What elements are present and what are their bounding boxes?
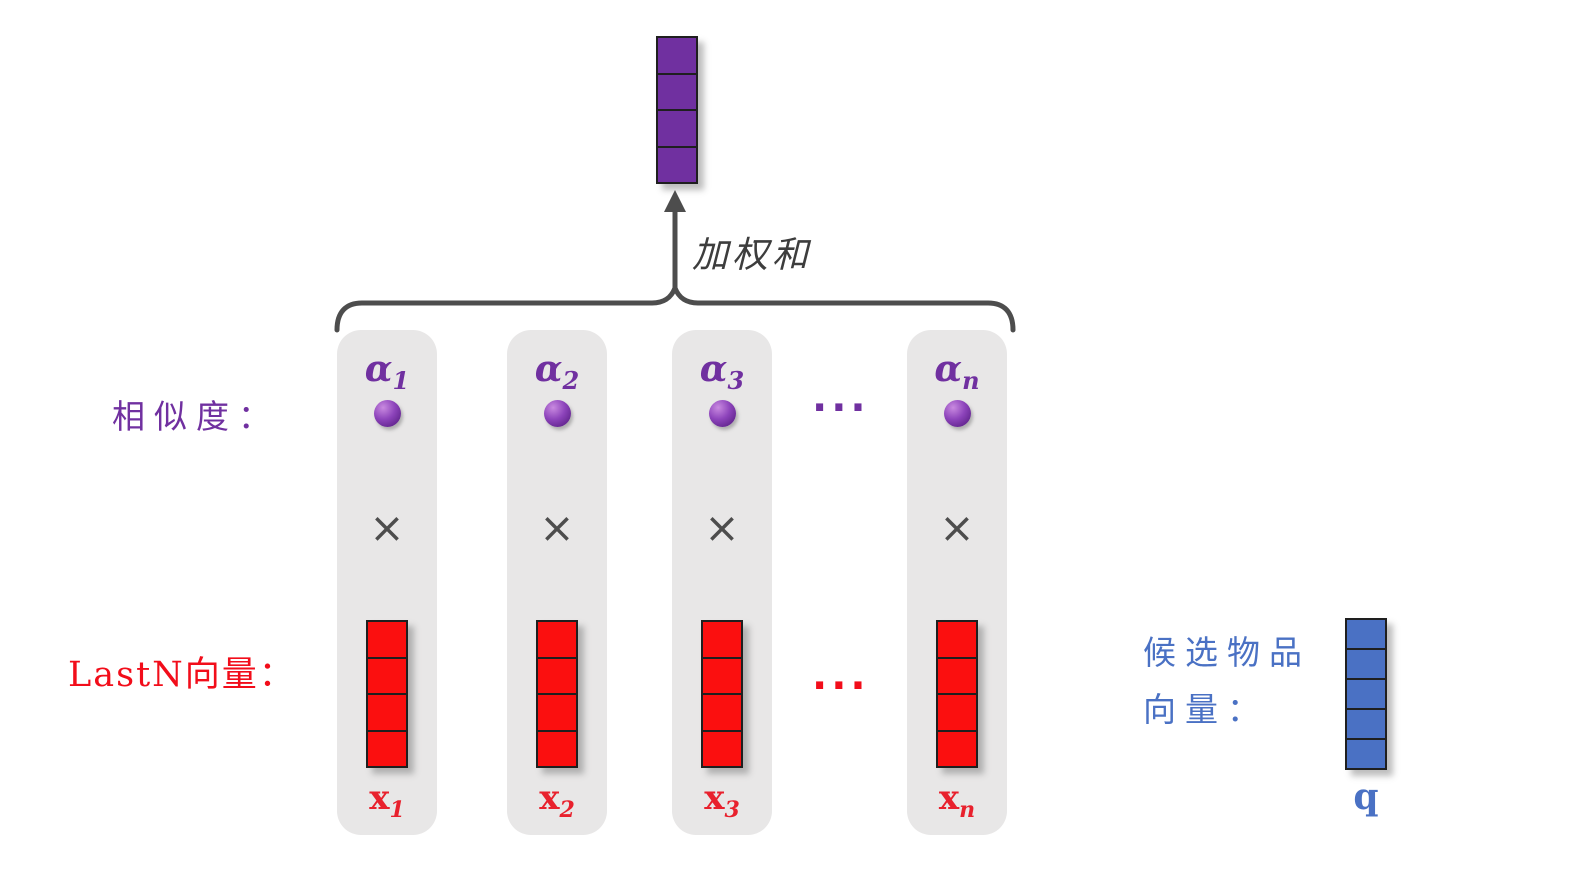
similarity-ellipsis: ··· xyxy=(812,385,870,431)
x-label-2: x2 xyxy=(539,778,575,823)
vector-cell xyxy=(538,695,576,732)
vector-cell xyxy=(1347,650,1385,680)
times-icon-1: × xyxy=(369,503,405,552)
vector-cell xyxy=(938,622,976,659)
vector-cell xyxy=(938,731,976,766)
arrow-head-icon xyxy=(664,190,686,212)
similarity-dot-n xyxy=(944,400,971,427)
candidate-caption-line1: 候选物品 xyxy=(1143,633,1311,672)
vector-cell xyxy=(658,74,696,111)
alpha-label-1: α1 xyxy=(364,348,410,396)
vector-cell xyxy=(703,695,741,732)
vector-cell xyxy=(658,147,696,182)
brace xyxy=(334,281,1016,333)
similarity-dot-3 xyxy=(709,400,736,427)
vector-cell xyxy=(368,622,406,659)
vector-cell xyxy=(368,731,406,766)
x-label-1: x1 xyxy=(369,778,405,823)
vector-cell xyxy=(658,111,696,148)
similarity-caption: 相似度： xyxy=(112,397,280,436)
x-label-3: x3 xyxy=(704,778,740,823)
times-icon-2: × xyxy=(539,503,575,552)
vector-cell xyxy=(658,38,696,75)
vector-cell xyxy=(1347,620,1385,650)
vector-cell xyxy=(1347,680,1385,710)
lastn-caption: LastN向量： xyxy=(68,655,296,695)
vector-cell xyxy=(538,731,576,766)
lastn-ellipsis: ··· xyxy=(812,663,870,709)
times-icon-3: × xyxy=(704,503,740,552)
similarity-dot-2 xyxy=(544,400,571,427)
candidate-caption: 候选物品 向量： xyxy=(1143,624,1311,738)
lastn-vector-3 xyxy=(701,620,743,768)
vector-cell xyxy=(703,622,741,659)
vector-cell xyxy=(938,658,976,695)
alpha-label-3: α3 xyxy=(699,348,745,396)
candidate-caption-line2: 向量： xyxy=(1143,690,1269,729)
x-label-n: xn xyxy=(938,778,976,823)
lastn-vector-1 xyxy=(366,620,408,768)
vector-cell xyxy=(703,658,741,695)
vector-cell xyxy=(368,658,406,695)
q-label: q xyxy=(1353,776,1379,818)
times-icon-n: × xyxy=(939,503,975,552)
vector-cell xyxy=(538,658,576,695)
vector-cell xyxy=(368,695,406,732)
lastn-vector-n xyxy=(936,620,978,768)
vector-cell xyxy=(1347,740,1385,768)
candidate-vector xyxy=(1345,618,1387,770)
alpha-label-n: αn xyxy=(934,348,980,396)
similarity-dot-1 xyxy=(374,400,401,427)
alpha-label-2: α2 xyxy=(534,348,580,396)
weighted-sum-label: 加权和 xyxy=(692,235,813,276)
vector-cell xyxy=(538,622,576,659)
output-vector xyxy=(656,36,698,184)
lastn-vector-2 xyxy=(536,620,578,768)
vector-cell xyxy=(703,731,741,766)
vector-cell xyxy=(1347,710,1385,740)
vector-cell xyxy=(938,695,976,732)
